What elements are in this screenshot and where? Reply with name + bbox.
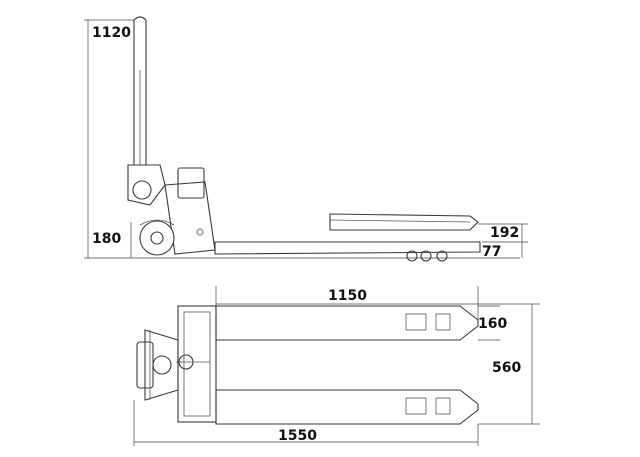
- scale-head: [177, 167, 205, 199]
- handle-mechanism: [127, 164, 166, 206]
- handle-bar: [133, 16, 147, 165]
- dim-160: 160: [478, 316, 507, 332]
- dim-192: 192: [490, 225, 519, 241]
- dim-560: 560: [492, 360, 521, 376]
- side-view: 1120 180 192 77: [84, 16, 528, 262]
- dim-77: 77: [482, 244, 501, 260]
- upper-fork: [215, 305, 479, 341]
- fork-side: [214, 241, 481, 255]
- top-view: 1150 160 560 1550: [133, 286, 540, 446]
- load-roller: [420, 250, 432, 262]
- dim-1120: 1120: [92, 25, 131, 41]
- steering-head: [144, 329, 179, 401]
- load-roller: [406, 250, 418, 262]
- load-roller: [436, 250, 448, 262]
- lower-fork: [215, 389, 479, 425]
- dim-180: 180: [92, 231, 121, 247]
- steering-pivot: [152, 355, 172, 375]
- dim-1150: 1150: [328, 288, 367, 304]
- dim-1550: 1550: [278, 428, 317, 444]
- steering-wheel: [139, 220, 175, 256]
- pallet-top: [329, 213, 479, 231]
